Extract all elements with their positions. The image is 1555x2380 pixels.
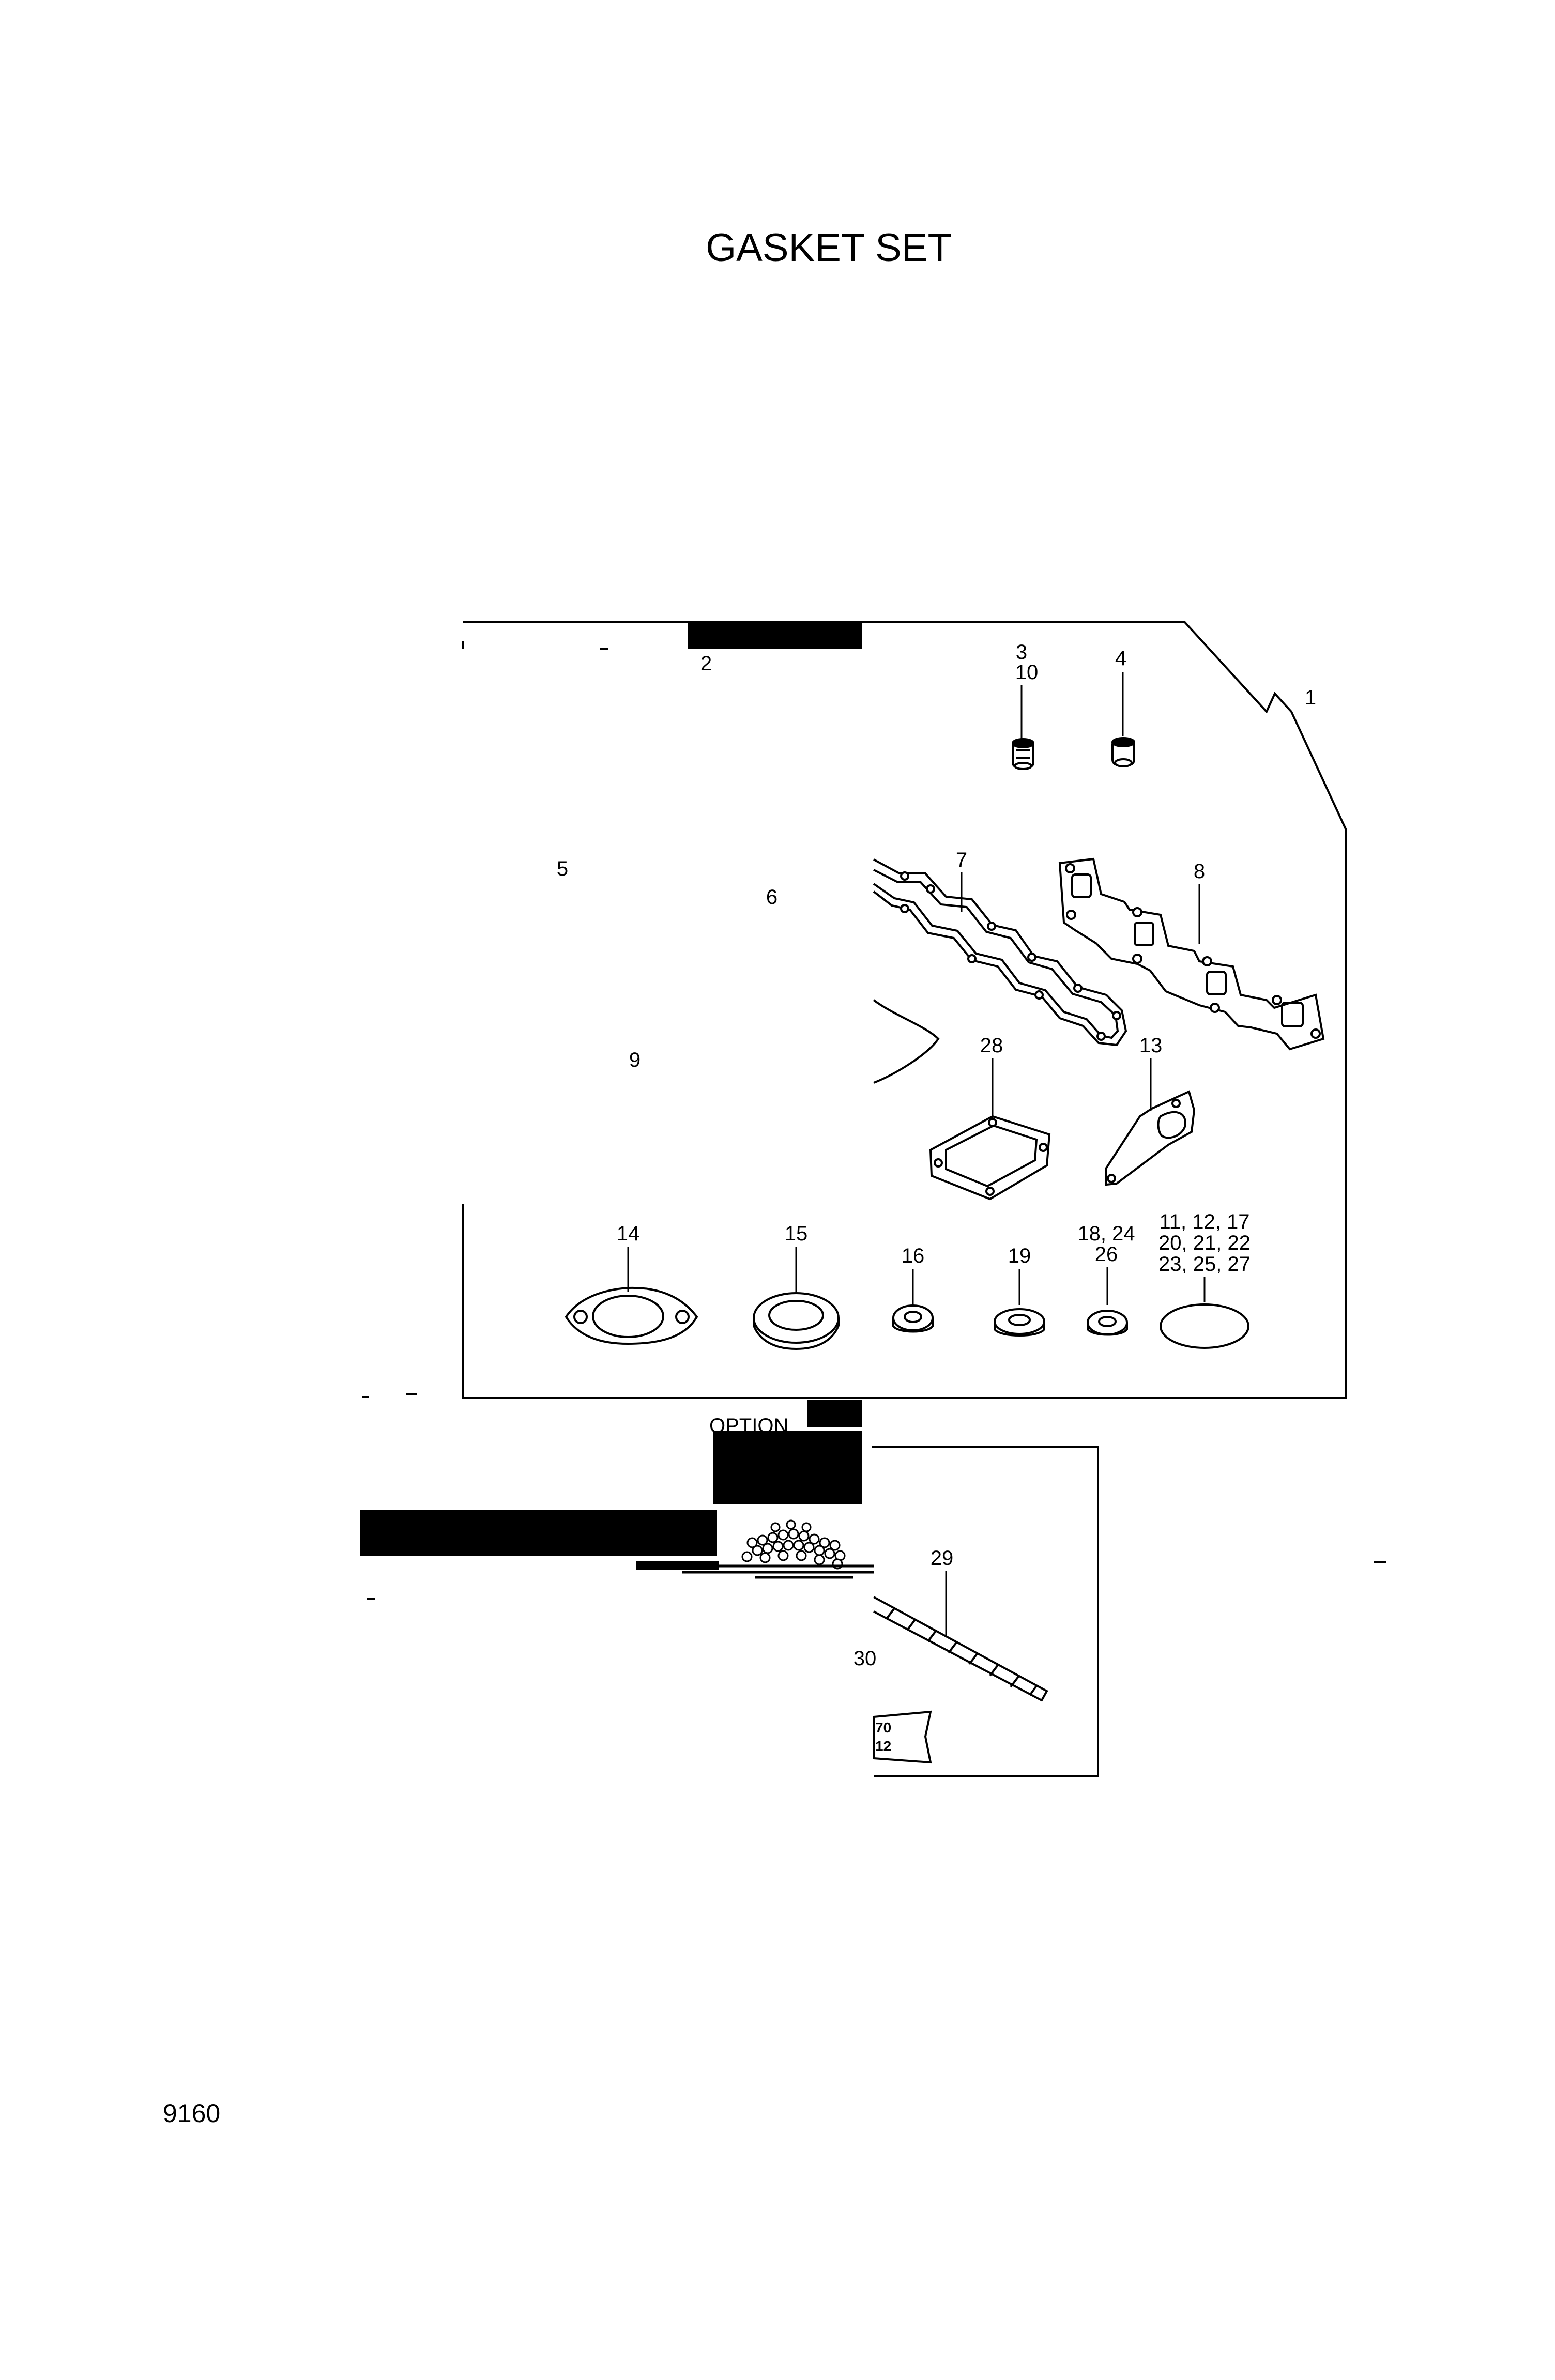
option-label: OPTION [709, 1415, 788, 1437]
callout-labels: 1 2 3 10 4 5 6 7 8 9 28 13 14 15 16 19 1… [557, 641, 1316, 1670]
callout-6: 6 [766, 886, 778, 909]
callout-18-24: 18, 24 [1077, 1222, 1135, 1245]
option-frame [872, 1446, 1099, 1777]
flange-gasket-item-14 [565, 1286, 698, 1345]
rocker-cover-gasket-item-7 [873, 858, 1127, 1047]
o-ring-item-11 [1160, 1303, 1249, 1349]
callout-2: 2 [700, 652, 712, 675]
callout-5: 5 [557, 857, 568, 880]
leader-lines [627, 672, 1206, 1636]
valve-seal-item-4 [1111, 737, 1135, 767]
page-number: 9160 [163, 2099, 220, 2128]
stray-marks [362, 641, 1386, 1600]
tube-label-line1: 70 [875, 1719, 891, 1736]
callout-15: 15 [785, 1222, 808, 1245]
callout-1: 1 [1305, 686, 1316, 709]
main-frame [462, 621, 1347, 1399]
sealing-strip-item-29 [873, 1596, 1048, 1702]
washer-item-19 [994, 1308, 1045, 1337]
callout-3: 3 [1016, 641, 1027, 664]
valve-seal-item-3 [1012, 738, 1034, 770]
gasket-item-13 [1105, 1090, 1196, 1186]
square-gasket-item-28 [929, 1115, 1051, 1201]
sealant-base [672, 1564, 874, 1579]
gasket-item-9-edge [873, 999, 940, 1084]
callout-28: 28 [980, 1034, 1003, 1057]
callout-23-25-27: 23, 25, 27 [1158, 1253, 1251, 1276]
tube-label-line2: 12 [875, 1738, 891, 1754]
washer-item-16 [892, 1304, 934, 1333]
callout-13: 13 [1139, 1034, 1163, 1057]
exhaust-manifold-gasket-item-8 [1058, 857, 1325, 1051]
callout-7: 7 [956, 849, 967, 871]
callout-8: 8 [1194, 860, 1205, 883]
callout-30: 30 [853, 1647, 877, 1670]
sealant-tube-item-30: 70 12 [873, 1710, 932, 1764]
callout-20-21-22: 20, 21, 22 [1158, 1232, 1251, 1254]
page-title: GASKET SET [706, 226, 952, 270]
callout-29: 29 [931, 1547, 954, 1570]
callout-11-12-17: 11, 12, 17 [1160, 1210, 1250, 1233]
redaction-blocks [360, 622, 862, 1570]
washer-item-18-24-26 [1087, 1310, 1128, 1336]
callout-14: 14 [617, 1222, 640, 1245]
callout-10: 10 [1015, 661, 1039, 684]
callout-4: 4 [1115, 647, 1126, 670]
ring-gasket-item-15 [753, 1292, 840, 1350]
sealant-beads [741, 1519, 846, 1570]
callout-9: 9 [629, 1049, 641, 1071]
callout-19: 19 [1008, 1245, 1031, 1267]
callout-26: 26 [1095, 1243, 1118, 1266]
callout-16: 16 [902, 1245, 925, 1267]
